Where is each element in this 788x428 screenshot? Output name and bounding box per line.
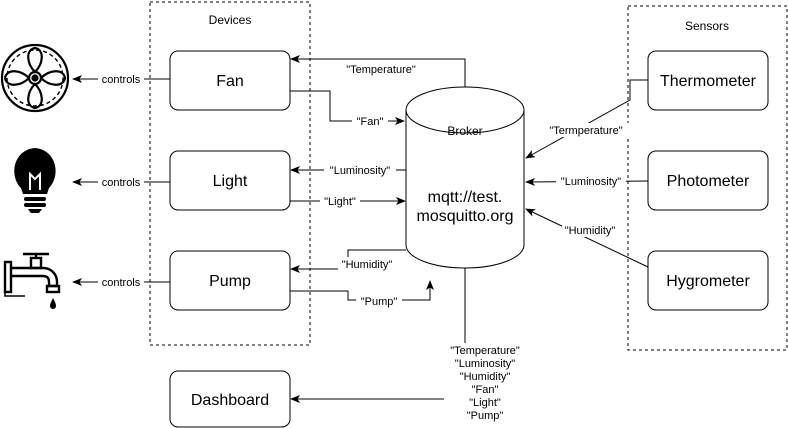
dashboard-topic: "Light" xyxy=(469,397,501,409)
thermometer-sensor-label: Thermometer xyxy=(660,73,757,90)
light-bulb-icon xyxy=(14,148,56,213)
fan-device-label: Fan xyxy=(216,73,244,90)
light-device-label: Light xyxy=(213,173,248,190)
dashboard-topics-label-bg xyxy=(444,343,526,427)
broker-to-fan-label-bg xyxy=(340,62,422,76)
photometer-to-broker-label: "Luminosity" xyxy=(561,176,621,188)
devices-group-label: Devices xyxy=(209,13,252,27)
dashboard-topic: "Humidity" xyxy=(460,371,511,383)
thermometer-to-broker-label-bg xyxy=(543,123,629,137)
broker-label: Broker xyxy=(447,124,482,138)
hygrometer-sensor-label: Hygrometer xyxy=(666,273,750,290)
hygrometer-sensor-box xyxy=(647,250,769,311)
devices-group xyxy=(149,1,311,346)
light-device-box xyxy=(169,150,291,211)
fan-controls-label: controls xyxy=(102,74,141,86)
photometer-sensor-label: Photometer xyxy=(667,173,750,190)
fan-icon xyxy=(0,43,70,113)
broker-url-line1: mqtt://test. xyxy=(428,189,503,206)
pump-to-broker-label-bg xyxy=(356,294,402,308)
sensors-group-label: Sensors xyxy=(685,19,729,33)
fan-to-broker-label-bg xyxy=(352,114,388,128)
broker-cylinder xyxy=(405,86,525,269)
thermometer-to-broker-edge xyxy=(525,79,648,159)
thermometer-to-broker-label: "Termperature" xyxy=(549,125,622,137)
pump-to-broker-edge xyxy=(290,280,434,301)
broker-to-pump-label-bg xyxy=(338,257,396,271)
broker-to-pump-label: "Humidity" xyxy=(342,259,393,271)
dashboard-topic: "Temperature" xyxy=(450,345,520,357)
fan-device-box xyxy=(169,50,291,111)
light-controls-label: controls xyxy=(102,177,141,189)
broker-to-fan-label: "Temperature" xyxy=(346,64,416,76)
dashboard-topic: "Fan" xyxy=(472,384,499,396)
broker-to-light-label: "Luminosity" xyxy=(330,165,390,177)
fan-controls-label-bg xyxy=(98,71,144,86)
fan-to-broker-label: "Fan" xyxy=(357,116,384,128)
dashboard-topic: "Luminosity" xyxy=(455,358,515,370)
photometer-sensor-box xyxy=(647,150,769,211)
sensors-group xyxy=(627,5,788,351)
hygrometer-to-broker-label-bg xyxy=(562,223,618,237)
broker-to-fan-edge xyxy=(290,55,466,87)
broker-to-dashboard-edge xyxy=(290,268,466,403)
dashboard-topics-label: "Temperature" "Luminosity" "Humidity" "F… xyxy=(450,345,520,422)
light-to-broker-label: "Light" xyxy=(324,196,356,208)
broker-url-line2: mosquitto.org xyxy=(417,208,514,225)
broker-to-light-label-bg xyxy=(324,163,396,177)
pump-controls-label: controls xyxy=(102,277,141,289)
pump-to-broker-label: "Pump" xyxy=(361,296,398,308)
light-controls-label-bg xyxy=(98,174,144,189)
water-tap-icon xyxy=(3,252,61,309)
hygrometer-to-broker-label: "Humidity" xyxy=(565,225,616,237)
photometer-to-broker-label-bg xyxy=(556,174,626,188)
pump-device-box xyxy=(169,250,291,311)
dashboard-label: Dashboard xyxy=(191,392,269,409)
pump-device-label: Pump xyxy=(209,273,251,290)
dashboard-topic: "Pump" xyxy=(467,410,504,422)
light-to-broker-label-bg xyxy=(320,194,360,208)
hygrometer-to-broker-edge xyxy=(525,208,649,268)
pump-controls-label-bg xyxy=(98,274,144,289)
